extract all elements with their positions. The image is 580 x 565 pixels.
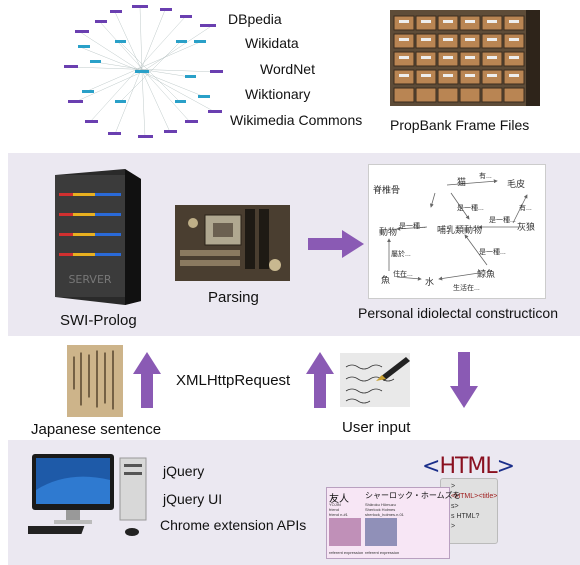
arrow-up-icon xyxy=(306,352,334,408)
card-caption: referent expression xyxy=(329,550,364,555)
card-catalog-photo xyxy=(390,10,540,106)
word-card-right: シャーロック・ホームズを Shāroku Hōmuzu Sherlock Hol… xyxy=(365,490,461,555)
kb-label-dbpedia: DBpedia xyxy=(228,11,282,27)
user-input-label: User input xyxy=(342,419,411,436)
graph-edge-label: 是一種... xyxy=(399,223,426,230)
card-title: 友人 xyxy=(329,494,349,505)
graph-node: 魚 xyxy=(381,275,391,285)
kb-label-wikimedia-commons: Wikimedia Commons xyxy=(230,112,363,128)
graph-edge-label: 是一種... xyxy=(457,205,484,212)
arrow-up-icon xyxy=(133,352,161,408)
word-card-left: 友人 YOJIN friend friend n.#1 referent exp… xyxy=(329,490,364,555)
propbank-label: PropBank Frame Files xyxy=(390,117,530,133)
html-code-line: > xyxy=(451,523,456,530)
card-caption: referent expression xyxy=(365,550,400,555)
graph-edge-label: 是一種... xyxy=(479,249,506,256)
graph-node: 哺乳類動物 xyxy=(437,225,483,235)
card-line: YOJIN xyxy=(329,502,341,507)
xhr-label: XMLHttpRequest xyxy=(176,372,291,389)
card-line: friend xyxy=(329,507,340,512)
japanese-sentence-label: Japanese sentence xyxy=(31,421,162,438)
api-label-jquery: jQuery xyxy=(163,463,205,479)
arrow-down-icon xyxy=(450,352,478,408)
api-label-jquery-ui: jQuery UI xyxy=(163,491,223,507)
parsing-label: Parsing xyxy=(208,289,259,306)
server-brand: SERVER xyxy=(68,273,111,286)
graph-edge-label: 住在... xyxy=(393,271,413,278)
card-photo xyxy=(365,518,397,546)
server-label: SWI-Prolog xyxy=(60,312,137,329)
graph-node: 灰狼 xyxy=(517,222,536,232)
kb-label-wikidata: Wikidata xyxy=(245,35,299,51)
card-line: Shāroku Hōmuzu xyxy=(365,502,396,507)
kb-label-wiktionary: Wiktionary xyxy=(245,86,311,102)
html-code-line: <HTML><title> xyxy=(451,493,498,500)
card-photo xyxy=(329,518,361,546)
kb-label-wordnet: WordNet xyxy=(260,61,315,77)
graph-node: 猫 xyxy=(457,177,467,187)
graph-node: 水 xyxy=(425,277,435,287)
graph-node: 動物 xyxy=(379,227,398,237)
construction-label: Personal idiolectal constructicon xyxy=(358,305,558,321)
graph-node: 脊椎骨 xyxy=(373,185,401,195)
html-code-line: > xyxy=(451,483,456,490)
card-line: sherlock_holmes.n.01 xyxy=(365,512,404,517)
motherboard-photo xyxy=(175,205,290,281)
word-card-panel: 友人 YOJIN friend friend n.#1 referent exp… xyxy=(326,487,461,559)
desktop-computer-icon xyxy=(28,454,147,536)
fountain-pen-writing-image xyxy=(340,353,410,407)
card-line: Sherlock Holmes xyxy=(365,507,396,512)
server-icon: SERVER xyxy=(55,169,141,305)
html-code-line: s> xyxy=(451,503,459,510)
graph-edge-label: 有... xyxy=(479,173,492,180)
graph-edge-label: 是一種... xyxy=(489,217,516,224)
graph-edge-label: 屬於... xyxy=(391,251,411,258)
knowledge-graph-network xyxy=(64,5,223,138)
html-logo: <HTML> xyxy=(422,454,515,479)
graph-node: 鯨魚 xyxy=(477,269,496,279)
japanese-manuscript-image xyxy=(67,345,123,417)
arrow-right-icon xyxy=(308,230,364,258)
card-line: friend n.#1 xyxy=(329,512,348,517)
semantic-graph-panel: 脊椎骨 猫 毛皮 動物 哺乳類動物 灰狼 鯨魚 魚 水 有... 是一種... … xyxy=(368,164,546,299)
graph-edge-label: 生活在... xyxy=(453,285,480,292)
card-title: シャーロック・ホームズを xyxy=(365,491,461,500)
graph-node: 毛皮 xyxy=(507,179,526,189)
api-label-chrome-extension-apis: Chrome extension APIs xyxy=(160,517,307,533)
graph-edge-label: 有... xyxy=(519,205,532,212)
html-code-line: s HTML? xyxy=(451,513,480,520)
